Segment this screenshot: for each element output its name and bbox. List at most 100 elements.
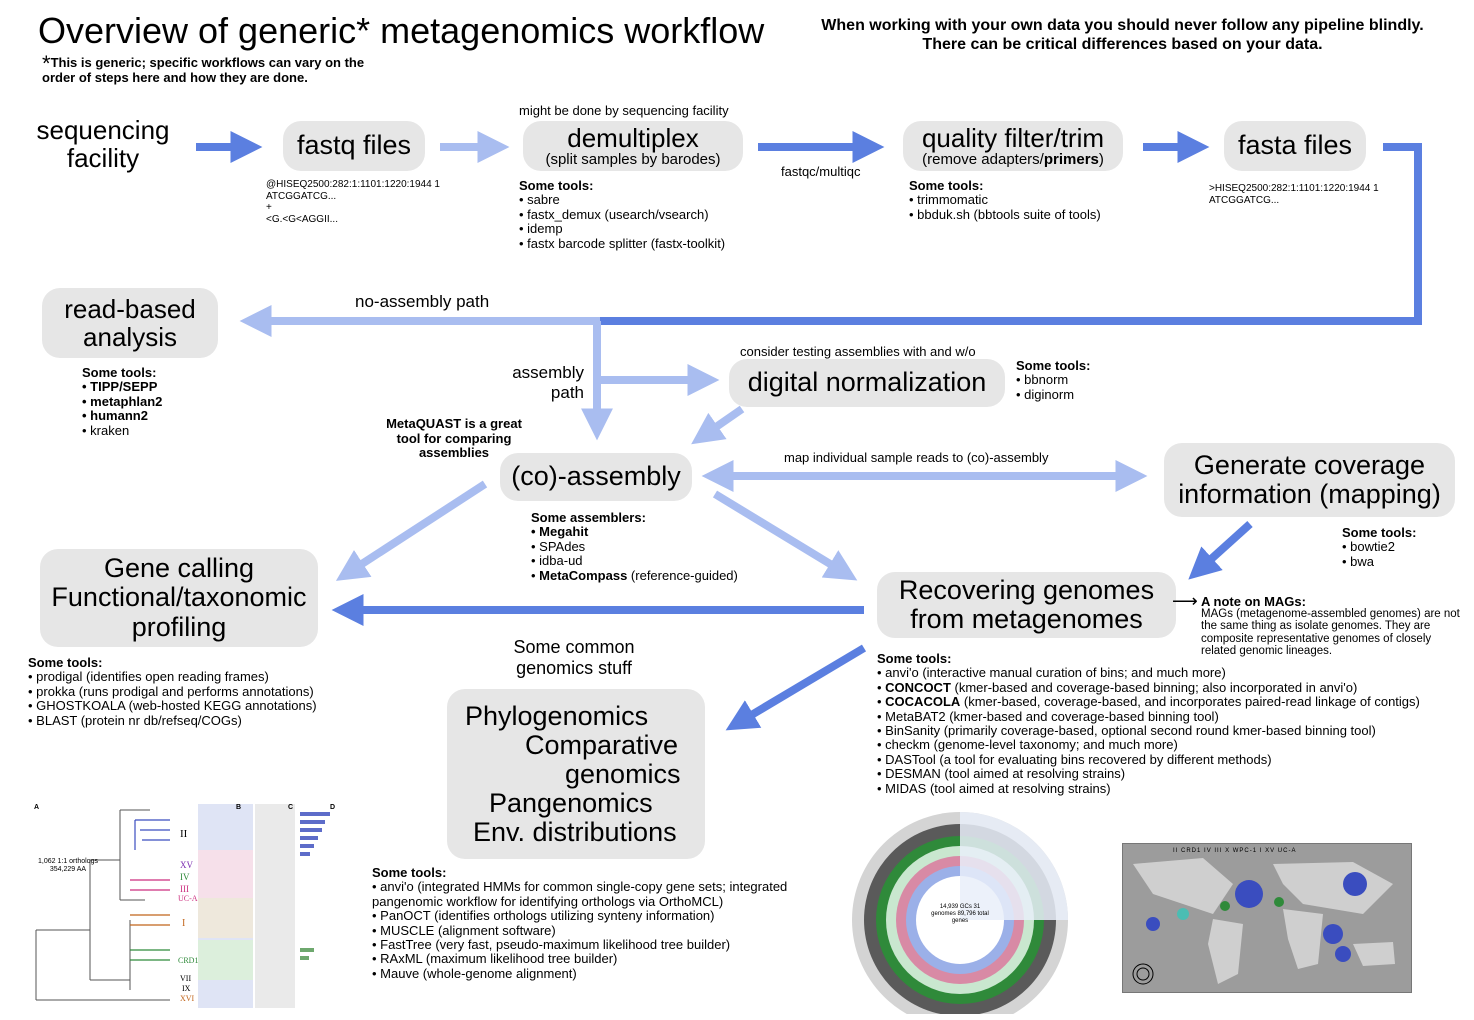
tools-demux-heading: Some tools: — [519, 178, 594, 193]
node-genomics-l2: Comparative — [525, 729, 679, 760]
tree-clade-8: VII — [180, 974, 192, 983]
arrow-coverage-recovering — [1188, 521, 1253, 580]
pangenome-note: 14,939 GCs 31 genomes 89,796 total genes — [931, 904, 989, 924]
node-genomics: Phylogenomics Comparative genomics Pange… — [447, 689, 705, 859]
fastq-example: @HISEQ2500:282:1:1101:1220:1944 1 ATCGGA… — [266, 179, 440, 225]
tool-item: humann2 — [82, 408, 162, 423]
node-fastq-label: fastq files — [296, 130, 412, 161]
tool-item: RAxML (maximum likelihood tree builder) — [372, 952, 832, 967]
tree-clade-3: IV — [180, 872, 190, 882]
tool-item: COCACOLA (kmer-based, coverage-based, an… — [877, 695, 1420, 709]
phylogenomic-tree-figure: 1,062 1:1 orthologs 354,229 AA II XV IV … — [30, 790, 350, 1012]
tree-panel-b: B — [236, 804, 242, 811]
node-coassembly: (co)-assembly — [500, 453, 692, 501]
footnote: *This is generic; specific workflows can… — [42, 53, 382, 85]
tools-normalization-heading: Some tools: — [1016, 358, 1091, 373]
tool-item: diginorm — [1016, 387, 1090, 402]
node-recovering-l1: Recovering genomes — [898, 574, 1155, 605]
tool-item: MIDAS (tool aimed at resolving strains) — [877, 781, 1420, 796]
tool-item: MetaBAT2 (kmer-based and coverage-based … — [877, 709, 1420, 724]
node-genecalling-l1: Gene calling — [103, 553, 255, 584]
fastq-line-1: @HISEQ2500:282:1:1101:1220:1944 1 — [266, 179, 440, 190]
tools-recovering: Some tools: anvi'o (interactive manual c… — [877, 651, 1420, 796]
fastq-line-4: <G.<G<AGGII... — [266, 213, 338, 225]
node-coassembly-label: (co)-assembly — [511, 461, 681, 492]
node-recovering: Recovering genomes from metagenomes — [877, 572, 1176, 638]
tree-panel-a: A — [34, 804, 40, 811]
tree-note: 1,062 1:1 orthologs 354,229 AA — [38, 858, 98, 873]
tool-item: bbduk.sh (bbtools suite of tools) — [909, 207, 1101, 222]
tool-item: MUSCLE (alignment software) — [372, 923, 832, 938]
common-label: Some common genomics stuff — [513, 637, 635, 678]
tree-panel-c: C — [288, 804, 294, 811]
tool-item: checkm (genome-level taxonomy; and much … — [877, 738, 1420, 752]
tools-quality-heading: Some tools: — [909, 178, 984, 193]
node-recovering-l2: from metagenomes — [910, 604, 1143, 634]
node-fastq: fastq files — [283, 121, 425, 171]
tool-item: metaphlan2 — [82, 394, 162, 409]
pangenome-figure: 14,939 GCs 31 genomes 89,796 total genes — [842, 808, 1078, 1014]
tools-genecalling: Some tools: prodigal (identifies open re… — [28, 655, 317, 728]
node-normalization: digital normalization — [729, 359, 1005, 407]
tool-item: Megahit — [531, 524, 738, 539]
fastqc-label: fastqc/multiqc — [781, 164, 861, 179]
warning-text: When working with your own data you shou… — [821, 17, 1424, 53]
tool-item: trimmomatic — [909, 192, 1101, 207]
tool-item: CONCOCT (kmer-based and coverage-based b… — [877, 680, 1420, 695]
tool-item: MetaCompass (reference-guided) — [531, 568, 738, 583]
tool-item: DASTool (a tool for evaluating bins reco… — [877, 752, 1420, 767]
footnote-text: This is generic; specific workflows can … — [42, 55, 365, 85]
tool-item: bowtie2 — [1342, 539, 1416, 554]
tools-assembly-heading: Some assemblers: — [531, 510, 646, 525]
tools-coverage: Some tools: bowtie2 bwa — [1342, 525, 1416, 569]
node-sequencing: sequencing facility — [36, 115, 170, 173]
tools-genomics-heading: Some tools: — [372, 865, 447, 880]
arrow-fasta-loop — [600, 143, 1422, 325]
tree-graphic — [35, 804, 330, 1008]
node-genomics-l1: Phylogenomics — [465, 700, 649, 731]
arrow-assembly-recovering — [712, 490, 858, 581]
tools-recovering-heading: Some tools: — [877, 651, 952, 666]
node-quality-title: quality filter/trim — [921, 122, 1105, 153]
tool-item: fastx_demux (usearch/vsearch) — [519, 207, 725, 222]
fasta-example: >HISEQ2500:282:1:1101:1220:1944 1 ATCGGA… — [1209, 183, 1379, 206]
tools-quality: Some tools: trimmomatic bbduk.sh (bbtool… — [909, 178, 1101, 222]
tool-item: Mauve (whole-genome alignment) — [372, 966, 832, 981]
tool-item: fastx barcode splitter (fastx-toolkit) — [519, 236, 725, 251]
tool-item: DESMAN (tool aimed at resolving strains) — [877, 767, 1420, 781]
tool-item: TIPP/SEPP — [82, 379, 162, 394]
tree-clade-5: UC-A — [178, 894, 198, 903]
tools-demux: Some tools: sabre fastx_demux (usearch/v… — [519, 178, 725, 251]
tool-item: bwa — [1342, 554, 1416, 569]
world-map-figure: II CRD1 IV III X WPC-1 I XV UC-A — [1122, 843, 1412, 993]
assembly-path-label: assembly path — [512, 363, 584, 402]
tools-normalization: Some tools: bbnorm diginorm — [1016, 358, 1091, 402]
node-readbased-label: read-based analysis — [64, 293, 196, 352]
tools-genecalling-heading: Some tools: — [28, 655, 103, 670]
footnote-star: * — [42, 51, 51, 76]
tool-item: SPAdes — [531, 539, 738, 554]
node-normalization-label: digital normalization — [747, 367, 987, 398]
consider-label: consider testing assemblies with and w/o — [740, 344, 976, 359]
tools-genomics: Some tools: anvi'o (integrated HMMs for … — [372, 865, 832, 981]
tool-item: BLAST (protein nr db/refseq/COGs) — [28, 713, 317, 728]
tree-clade-4: III — [180, 884, 189, 894]
node-genomics-l3: genomics — [565, 758, 681, 789]
tree-clade-10: XVI — [180, 994, 195, 1003]
map-graphic — [1132, 858, 1395, 985]
tree-clade-6: I — [182, 918, 186, 929]
map-legend: II CRD1 IV III X WPC-1 I XV UC-A — [1173, 848, 1297, 854]
fasta-line-2: ATCGGATCG... — [1209, 194, 1280, 206]
tool-item: idba-ud — [531, 553, 738, 568]
metaquast-note: MetaQUAST is a great tool for comparing … — [386, 416, 522, 460]
tree-clade-9: IX — [182, 984, 191, 993]
node-demux: demultiplex (split samples by barodes) — [523, 121, 743, 171]
node-demux-title: demultiplex — [567, 122, 699, 153]
fastq-line-2: ATCGGATCG... — [266, 190, 337, 202]
node-coverage: Generate coverage information (mapping) — [1164, 443, 1455, 517]
tools-readbased-heading: Some tools: — [82, 365, 157, 380]
tool-item: GHOSTKOALA (web-hosted KEGG annotations) — [28, 698, 316, 713]
node-genecalling-l2: Functional/taxonomic — [51, 582, 307, 613]
node-quality: quality filter/trim (remove adapters/pri… — [903, 121, 1123, 171]
tool-item: bbnorm — [1016, 372, 1090, 387]
